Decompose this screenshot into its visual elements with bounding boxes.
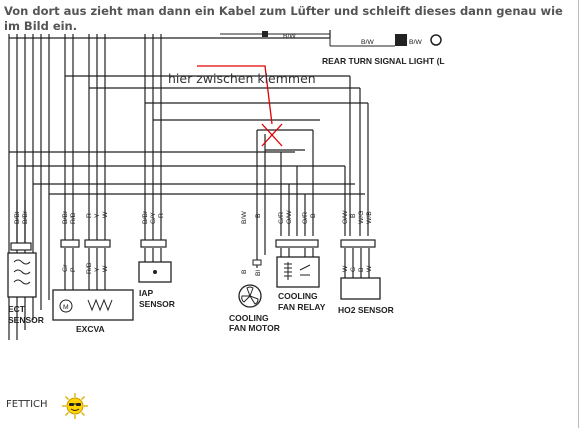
wire-label: Y <box>94 267 101 272</box>
fan-motor-label: COOLING <box>229 313 269 323</box>
thermistor-icon <box>13 259 31 285</box>
wire-label: B <box>241 269 248 274</box>
ect-label-2: SENSOR <box>8 315 44 325</box>
wire-label: O/W <box>342 210 349 224</box>
wire-label: W/G <box>358 210 365 224</box>
fan-relay-connector <box>275 239 319 248</box>
rear-turn-signal-label: REAR TURN SIGNAL LIGHT (L <box>322 56 445 66</box>
wire-label: B <box>358 267 365 272</box>
svg-text:M: M <box>63 304 69 311</box>
ho2-sensor: HO2 SENSOR <box>338 277 394 315</box>
wire-label: B/Br <box>142 210 149 224</box>
wire-label: O/R <box>302 212 309 224</box>
connector-icon <box>395 34 407 46</box>
wire-label: B/Bl <box>14 211 21 224</box>
fan-relay-label: COOLING <box>278 291 318 301</box>
cooling-fan-motor: COOLING FAN MOTOR <box>229 259 280 333</box>
ect-wire-labels: B/Bl B/Br <box>14 210 29 224</box>
wire-label: R <box>158 213 165 218</box>
ect-label: ECT <box>8 304 26 314</box>
wire-label: B <box>350 213 357 218</box>
ho2-wire-labels: O/W B W/G W/B W G B W <box>342 210 373 272</box>
wire-label: W <box>366 265 373 272</box>
potentiometer-icon <box>87 298 113 312</box>
excva-wire-labels-top: B/Br R/B R Y W <box>62 210 109 224</box>
annotation-text: hier zwischen klemmen <box>168 71 316 86</box>
iap-label: IAP <box>139 288 154 298</box>
ect-connector <box>10 242 32 251</box>
post-text: Von dort aus zieht man dann ein Kabel zu… <box>4 4 563 33</box>
relay-coil-icon <box>284 262 292 280</box>
ho2-connector <box>340 239 376 248</box>
cooling-fan-relay: COOLING FAN RELAY <box>276 256 326 312</box>
wire-label: R/B <box>70 212 77 224</box>
wire-label: R <box>86 213 93 218</box>
wire-label: B/Br <box>62 210 69 224</box>
excva-connector-b <box>84 239 111 248</box>
iap-sensor: IAP SENSOR <box>138 261 175 309</box>
rear-turn-signal-strip: B/W B/W B/W REAR TURN SIGNAL LIGHT (L <box>220 30 445 66</box>
wire-label: W <box>102 211 109 218</box>
annotation-pointer <box>197 65 273 125</box>
ho2-label: HO2 SENSOR <box>338 305 394 315</box>
iap-connector <box>140 239 167 248</box>
excva-label: EXCVA <box>76 324 105 334</box>
iap-label-2: SENSOR <box>139 299 175 309</box>
wiring-diagram: B/W B/W B/W REAR TURN SIGNAL LIGHT (L hi… <box>7 30 445 340</box>
wire-label: Bl <box>255 269 262 276</box>
wire-label: B <box>255 213 262 218</box>
connector-icon <box>262 31 268 37</box>
annotation: hier zwischen klemmen <box>168 65 316 147</box>
fan-motor-label-2: FAN MOTOR <box>229 323 280 333</box>
iap-wire-labels: B/Br G/Y R <box>142 210 165 224</box>
wire-label: B/W <box>409 39 422 46</box>
signature: FETTICH <box>6 399 48 410</box>
wire-label: P <box>70 267 77 272</box>
wire-label: O/W <box>286 210 293 224</box>
wire-label: B/Br <box>22 210 29 224</box>
wire-label: Gr <box>62 264 69 272</box>
wire-label: B/W <box>361 39 374 46</box>
wire-label: B <box>310 213 317 218</box>
excva-connector-a <box>60 239 80 248</box>
wire-label: G <box>350 267 357 272</box>
fan-relay-label-2: FAN RELAY <box>278 302 326 312</box>
excva-wire-labels-bottom: Gr P R/B Y W <box>62 262 109 274</box>
wire-label: G/R <box>278 212 285 224</box>
wire-label: G/Y <box>150 212 157 224</box>
wire-label: B/W <box>283 33 296 40</box>
wire-label: Y <box>94 213 101 218</box>
excva-actuator: M EXCVA <box>52 289 134 334</box>
wire-label: W <box>342 265 349 272</box>
fan-relay-wire-labels: G/R O/W O/R B <box>278 210 317 224</box>
fan-motor-wire-labels: B/W B B Bl <box>241 211 262 276</box>
wire-label: R/B <box>86 262 93 274</box>
ect-sensor: ECT SENSOR <box>7 252 44 325</box>
lamp-icon <box>430 34 442 46</box>
cool-smiley-icon <box>62 393 88 419</box>
wire-label: W <box>102 265 109 272</box>
cross-mark-icon <box>261 123 283 147</box>
wire-label: W/B <box>366 211 373 224</box>
wire-label: B/W <box>241 211 248 224</box>
motor-icon <box>59 299 73 313</box>
